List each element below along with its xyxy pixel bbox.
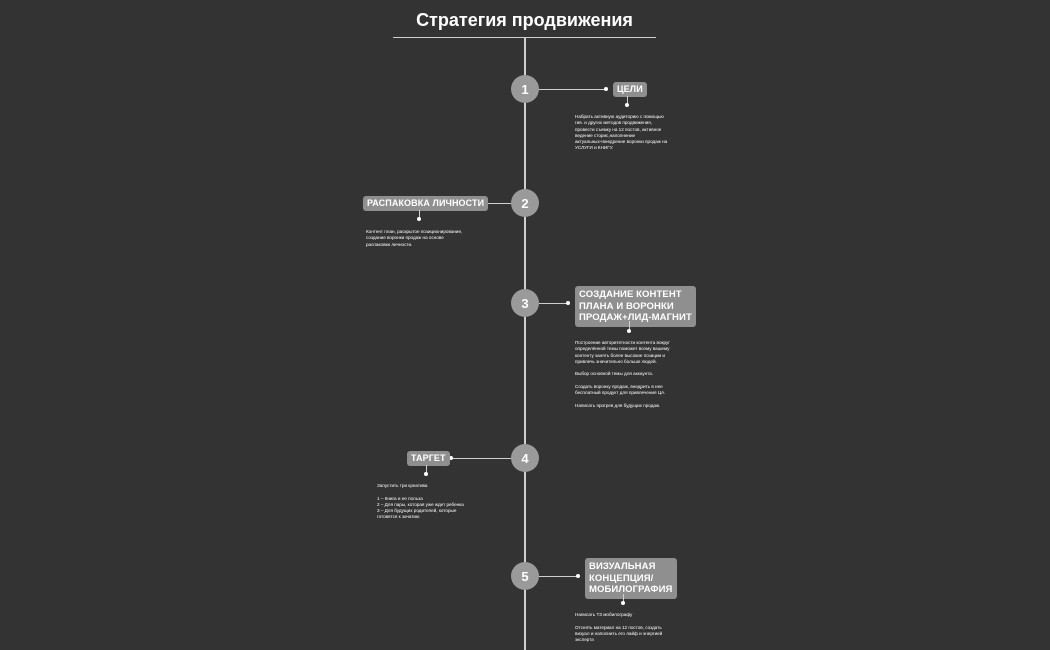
step-number-node[interactable]: 4 <box>511 444 539 472</box>
label-stem <box>426 465 427 473</box>
label-stem <box>419 210 420 218</box>
step-label[interactable]: ТАРГЕТ <box>407 451 450 466</box>
step-description: Запустить три креатива 1 – Книга и ее по… <box>377 483 464 520</box>
step-description: Контент план, раскрытое позиционирование… <box>366 229 463 247</box>
label-stem <box>627 96 628 104</box>
step-description: Написать ТЗ мобилографу Отснять материал… <box>575 612 663 643</box>
connector-dot <box>604 87 608 91</box>
label-stem-dot <box>424 472 428 476</box>
step-label[interactable]: ЦЕЛИ <box>613 82 647 97</box>
step-description: Построение авторитетности контента вокру… <box>575 340 670 408</box>
connector-line <box>451 458 511 459</box>
page-title: Стратегия продвижения <box>416 10 633 30</box>
label-stem <box>629 321 630 330</box>
label-stem-dot <box>621 601 625 605</box>
connector-dot <box>576 574 580 578</box>
connector-dot <box>449 456 453 460</box>
step-description: Набрать активную аудиторию с помощью гив… <box>575 114 668 151</box>
step-number-node[interactable]: 2 <box>511 189 539 217</box>
label-stem <box>623 594 624 602</box>
timeline-spine <box>524 37 526 650</box>
step-number-node[interactable]: 3 <box>511 289 539 317</box>
step-label[interactable]: РАСПАКОВКА ЛИЧНОСТИ <box>363 196 489 211</box>
connector-line <box>539 576 577 577</box>
label-stem-dot <box>417 217 421 221</box>
connector-line <box>539 303 567 304</box>
label-stem-dot <box>625 103 629 107</box>
connector-line <box>484 203 511 204</box>
step-label[interactable]: ВИЗУАЛЬНАЯ КОНЦЕПЦИЯ/ МОБИЛОГРАФИЯ <box>585 558 677 599</box>
connector-line <box>539 89 605 90</box>
step-number-node[interactable]: 5 <box>511 562 539 590</box>
label-stem-dot <box>627 329 631 333</box>
connector-dot <box>566 301 570 305</box>
step-label[interactable]: СОЗДАНИЕ КОНТЕНТ ПЛАНА И ВОРОНКИ ПРОДАЖ+… <box>575 286 696 327</box>
step-number-node[interactable]: 1 <box>511 75 539 103</box>
